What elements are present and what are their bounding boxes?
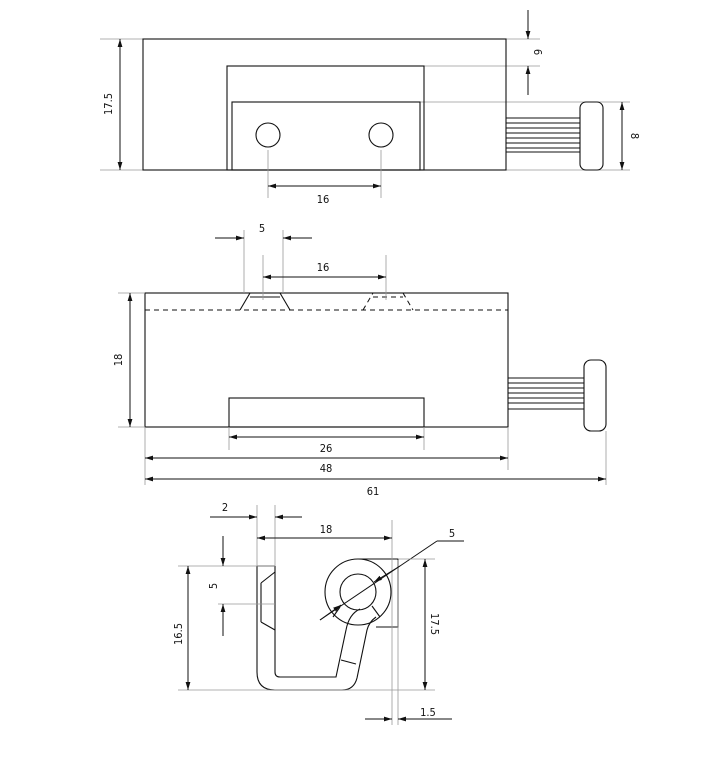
eye-hole <box>339 573 377 611</box>
dim-height: 18 <box>112 354 125 367</box>
front-view: 18 5 16 26 48 61 <box>112 222 607 498</box>
knob <box>583 359 607 432</box>
housing-outline <box>142 38 507 171</box>
dim-width: 18 <box>320 523 333 536</box>
dim-hole-offset: 5 <box>207 583 220 589</box>
dim-hole-spacing: 16 <box>317 261 330 274</box>
dim-slot-width: 26 <box>320 442 333 455</box>
dim-body-length: 48 <box>320 462 333 475</box>
side-view: 2 18 5 5 16.5 17.5 1.5 <box>172 501 464 725</box>
knob <box>579 101 604 171</box>
dim-left-height: 16.5 <box>172 623 185 645</box>
knurled-shaft <box>508 377 584 410</box>
top-view: 16 17.5 8 6 <box>100 10 641 206</box>
dim-hole-spacing: 16 <box>317 193 330 206</box>
knurled-shaft <box>506 117 580 153</box>
bracket-outline <box>256 566 377 691</box>
dim-overall-length: 61 <box>367 485 380 498</box>
housing-outline <box>144 292 509 428</box>
dim-height: 17.5 <box>102 93 115 115</box>
slot <box>228 397 425 428</box>
dim-thickness: 2 <box>222 501 228 514</box>
dim-countersink: 5 <box>259 222 265 235</box>
dim-offset: 6 <box>531 49 544 55</box>
eye-ring <box>324 558 392 626</box>
mounting-hole <box>368 122 394 148</box>
dim-right-height: 17.5 <box>428 613 441 635</box>
mounting-hole <box>255 122 281 148</box>
dim-knob-height: 8 <box>628 133 641 139</box>
dim-hole-diameter: 5 <box>449 527 455 540</box>
dim-gap: 1.5 <box>420 706 436 719</box>
